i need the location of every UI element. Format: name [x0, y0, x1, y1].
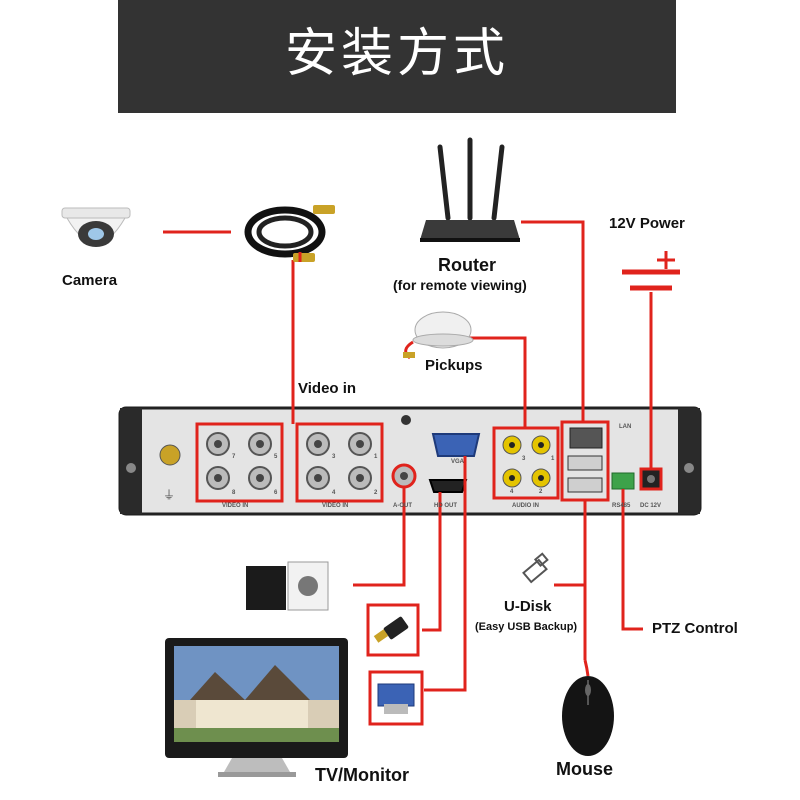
panel-lan: LAN	[619, 424, 632, 430]
vga-port	[431, 433, 481, 457]
power-symbol-icon	[622, 251, 680, 291]
port-num: 6	[274, 490, 278, 496]
bnc-port	[306, 466, 330, 490]
router-label: Router	[438, 255, 496, 275]
bnc-port	[348, 466, 372, 490]
microphone-icon	[403, 311, 474, 360]
mouse-icon	[562, 659, 614, 756]
bnc-port	[348, 432, 372, 456]
bnc-left-group	[195, 422, 284, 503]
bnc-port	[206, 432, 230, 456]
router-icon	[420, 137, 520, 242]
audio-num: 2	[539, 489, 543, 495]
coax-cable-icon	[244, 205, 335, 262]
speaker-icon	[246, 561, 329, 611]
port-num: 8	[232, 490, 236, 496]
panel-aout: A-OUT	[393, 503, 412, 509]
lan-usb-group	[560, 420, 610, 502]
svg-text:⏚: ⏚	[163, 488, 175, 502]
bnc-port	[206, 466, 230, 490]
monitor-icon	[165, 638, 348, 777]
rca-port	[502, 468, 522, 488]
panel-video-in-left: VIDEO IN	[222, 503, 249, 509]
camera-label: Camera	[62, 272, 118, 289]
power-label: 12V Power	[609, 215, 685, 232]
bnc-right-group	[295, 422, 384, 503]
dome-camera-icon	[61, 207, 131, 247]
audio-num: 4	[510, 489, 514, 495]
port-num: 3	[332, 454, 336, 460]
pickups-label: Pickups	[425, 357, 483, 374]
page-title: 安装方式	[284, 24, 509, 84]
bnc-port	[306, 432, 330, 456]
panel-rs485: RS485	[612, 503, 631, 509]
router-note: (for remote viewing)	[393, 277, 527, 293]
panel-vga: VGA	[451, 459, 465, 465]
hdmi-port	[428, 479, 468, 493]
rca-port	[502, 435, 522, 455]
dc-power-port	[639, 467, 663, 491]
udisk-note: (Easy USB Backup)	[475, 621, 578, 633]
panel-audio-in: AUDIO IN	[512, 503, 539, 509]
udisk-label: U-Disk	[504, 598, 552, 615]
hdmi-plug-icon	[373, 616, 409, 643]
monitor-label: TV/Monitor	[315, 765, 409, 785]
vga-plug-icon	[377, 683, 415, 714]
panel-dc12v: DC 12V	[640, 503, 662, 509]
rca-port	[531, 435, 551, 455]
panel-hdout: HD OUT	[434, 503, 457, 509]
audio-num: 3	[522, 456, 526, 462]
video-in-label: Video in	[298, 380, 357, 397]
bnc-port	[248, 432, 272, 456]
rca-port	[531, 468, 551, 488]
port-num: 4	[332, 490, 336, 496]
port-num: 1	[374, 454, 378, 460]
ptz-label: PTZ Control	[652, 620, 738, 637]
panel-video-in-right: VIDEO IN	[322, 503, 349, 509]
mouse-label: Mouse	[556, 759, 614, 779]
rs485-port	[611, 472, 635, 490]
port-num: 7	[232, 454, 236, 460]
port-num: 5	[274, 454, 278, 460]
audio-in-group	[492, 426, 560, 500]
connector-lines	[163, 220, 653, 726]
bnc-port	[248, 466, 272, 490]
port-num: 2	[374, 490, 378, 496]
audio-num: 1	[551, 456, 555, 462]
usb-drive-icon	[522, 552, 549, 584]
title-banner: 安装方式	[118, 0, 676, 113]
aout-port	[391, 463, 417, 489]
